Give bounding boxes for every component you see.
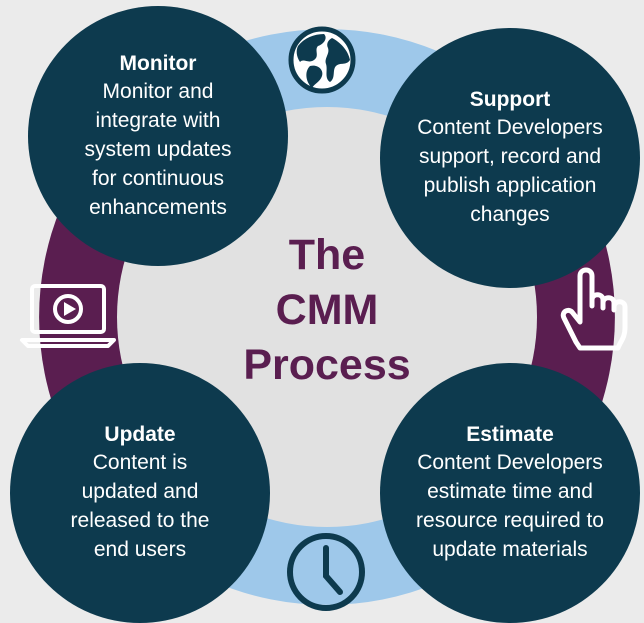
update-step-node: Update Content is updated and released t…: [10, 363, 270, 623]
support-step-title: Support: [469, 88, 551, 111]
estimate-step-node: Estimate Content Developers estimate tim…: [380, 363, 640, 623]
estimate-step-title: Estimate: [466, 423, 554, 446]
support-step-description: Content Developers support, record and p…: [417, 116, 603, 226]
monitor-step-title: Monitor: [119, 51, 197, 75]
support-step-node: Support Content Developers support, reco…: [380, 28, 640, 288]
update-step-title: Update: [104, 423, 176, 446]
clock-icon: [287, 533, 365, 611]
pointing-hand-icon: [560, 267, 628, 351]
diagram-title: The CMM Process: [243, 231, 411, 389]
estimate-step-description: Content Developers estimate time and res…: [416, 451, 604, 561]
globe-icon: [288, 26, 356, 94]
monitor-step-description: Monitor and integrate with system update…: [84, 79, 232, 219]
monitor-step-node: Monitor Monitor and integrate with syste…: [28, 6, 288, 266]
update-step-description: Content is updated and released to the e…: [70, 451, 210, 561]
video-laptop-icon: [20, 284, 116, 348]
